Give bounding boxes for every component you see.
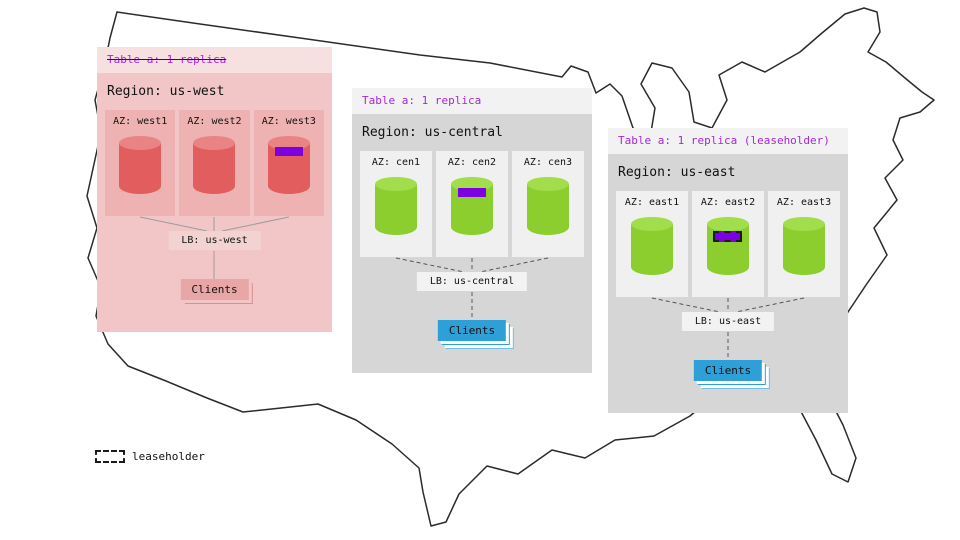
az-row: AZ: cen1 AZ: cen2 AZ: cen3 xyxy=(360,151,584,257)
az-box-east2: AZ: east2 xyxy=(692,191,764,297)
replica-patch xyxy=(458,188,486,197)
az-box-west3: AZ: west3 xyxy=(253,110,324,216)
az-box-west1: AZ: west1 xyxy=(105,110,176,216)
replica-cylinder xyxy=(451,177,493,235)
replica-cylinder xyxy=(707,217,749,275)
region-title: Region: us-east xyxy=(618,165,736,180)
az-box-east1: AZ: east1 xyxy=(616,191,688,297)
table-replica-label: Table a: 1 replica xyxy=(362,94,482,107)
replica-cylinder xyxy=(267,136,310,194)
table-replica-label: Table a: 1 replica xyxy=(107,53,227,66)
region-panel-us-west: Table a: 1 replica Region: us-west AZ: w… xyxy=(97,47,332,332)
replica-cylinder xyxy=(783,217,825,275)
replica-cylinder xyxy=(527,177,569,235)
clients-box: Clients xyxy=(437,320,507,341)
leaseholder-swatch-icon xyxy=(95,450,125,463)
replica-cylinder xyxy=(193,136,236,194)
az-label: AZ: cen1 xyxy=(371,157,421,168)
table-replica-header: Table a: 1 replica (leaseholder) xyxy=(608,128,848,154)
region-panel-us-central: Table a: 1 replica Region: us-central AZ… xyxy=(352,88,592,373)
az-label: AZ: west3 xyxy=(261,116,316,127)
region-title: Region: us-west xyxy=(107,84,225,99)
az-label: AZ: cen2 xyxy=(447,157,497,168)
leaseholder-patch xyxy=(713,231,742,242)
az-label: AZ: east1 xyxy=(624,197,680,208)
az-label: AZ: cen3 xyxy=(523,157,573,168)
clients-box: Clients xyxy=(693,360,763,381)
az-box-cen1: AZ: cen1 xyxy=(360,151,432,257)
legend-label: leaseholder xyxy=(132,450,205,463)
load-balancer: LB: us-east xyxy=(681,312,775,331)
az-row: AZ: east1 AZ: east2 AZ: east3 xyxy=(616,191,840,297)
az-label: AZ: west1 xyxy=(113,116,168,127)
az-row: AZ: west1 AZ: west2 AZ: west3 xyxy=(105,110,324,216)
az-label: AZ: west2 xyxy=(187,116,242,127)
load-balancer: LB: us-central xyxy=(416,272,528,291)
legend: leaseholder xyxy=(95,450,205,463)
clients-box: Clients xyxy=(180,279,249,300)
load-balancer: LB: us-west xyxy=(168,231,261,250)
table-replica-header: Table a: 1 replica xyxy=(97,47,332,73)
az-box-east3: AZ: east3 xyxy=(768,191,840,297)
az-box-cen2: AZ: cen2 xyxy=(436,151,508,257)
region-title: Region: us-central xyxy=(362,125,503,140)
replica-cylinder xyxy=(631,217,673,275)
az-label: AZ: east3 xyxy=(776,197,832,208)
az-box-cen3: AZ: cen3 xyxy=(512,151,584,257)
table-replica-header: Table a: 1 replica xyxy=(352,88,592,114)
az-box-west2: AZ: west2 xyxy=(179,110,250,216)
az-label: AZ: east2 xyxy=(700,197,756,208)
region-panel-us-east: Table a: 1 replica (leaseholder) Region:… xyxy=(608,128,848,413)
replica-cylinder xyxy=(119,136,162,194)
replica-patch xyxy=(274,147,303,156)
us-map-path xyxy=(86,7,935,527)
table-replica-label: Table a: 1 replica (leaseholder) xyxy=(618,134,830,147)
replica-cylinder xyxy=(375,177,417,235)
